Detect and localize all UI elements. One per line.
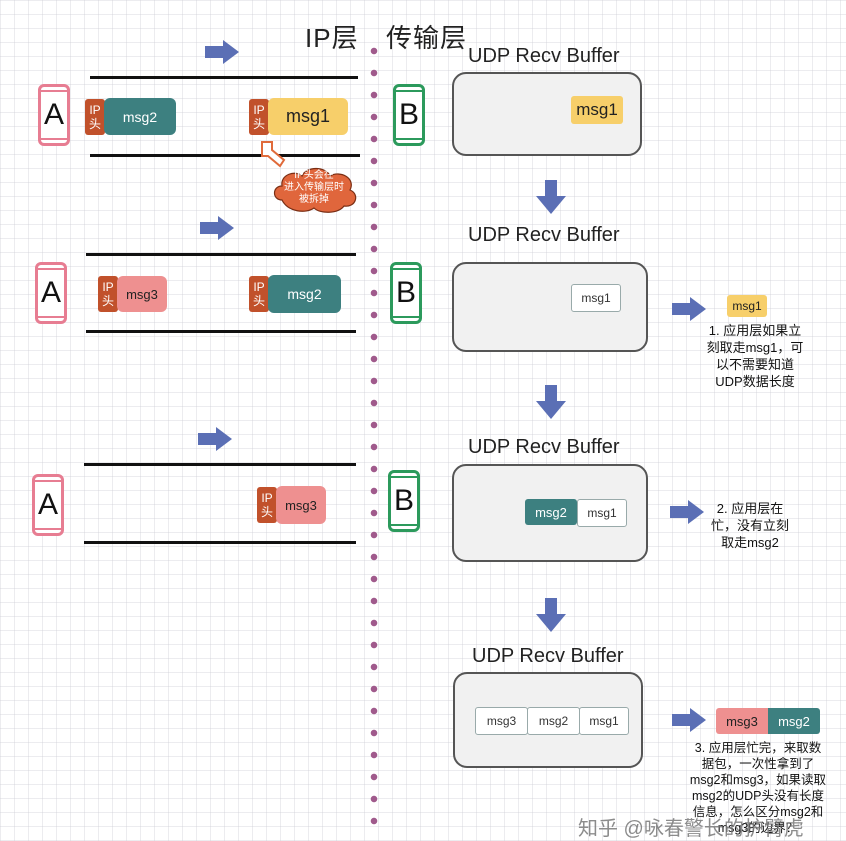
packet-msg1: msg1 <box>268 98 348 135</box>
buffer-msg3: msg3 <box>475 707 528 735</box>
link-line-top <box>90 76 358 79</box>
buffer-title: UDP Recv Buffer <box>468 436 620 458</box>
buffer-title: UDP Recv Buffer <box>468 224 620 246</box>
ip-header: IP 头 <box>85 99 105 135</box>
right-arrow-icon <box>672 708 706 732</box>
host-b-phone: B <box>393 84 425 146</box>
app-msg1: msg1 <box>727 295 767 317</box>
link-line-bottom <box>86 330 356 333</box>
right-arrow-icon <box>670 500 704 524</box>
host-a-phone: A <box>32 474 64 536</box>
ip-header: IP 头 <box>249 99 269 135</box>
right-arrow-icon <box>672 297 706 321</box>
buffer-msg2: msg2 <box>525 499 577 525</box>
host-b-phone: B <box>390 262 422 324</box>
packet-msg2: msg2 <box>268 275 341 313</box>
packet-msg3: msg3 <box>276 486 326 524</box>
cloud-note-icon <box>273 167 357 213</box>
layer-divider <box>370 40 378 830</box>
buffer-msg1: msg1 <box>579 707 629 735</box>
note-3: 3. 应用层忙完，来取数 据包，一次性拿到了 msg2和msg3，如果读取 ms… <box>689 741 827 835</box>
ip-layer-title: IP层 <box>305 23 359 53</box>
cloud-note-text: IP头会在 进入传输层时 被拆掉 <box>284 170 344 205</box>
note-1: 1. 应用层如果立 刻取走msg1，可 以不需要知道 UDP数据长度 <box>706 323 804 389</box>
direction-arrow-icon <box>198 427 232 451</box>
ip-header: IP 头 <box>98 276 118 312</box>
app-msg3: msg3 <box>716 708 768 734</box>
packet-msg3: msg3 <box>117 276 167 312</box>
direction-arrow-icon <box>205 40 239 64</box>
host-b-phone: B <box>388 470 420 532</box>
buffer-msg1: msg1 <box>571 96 623 124</box>
host-a-phone: A <box>38 84 70 146</box>
buffer-msg1: msg1 <box>571 284 621 312</box>
note-2: 2. 应用层在 忙，没有立刻 取走msg2 <box>710 501 789 550</box>
link-line-top <box>86 253 356 256</box>
ip-header: IP 头 <box>249 276 269 312</box>
link-line-bottom <box>90 154 360 157</box>
strip-arrow-icon <box>261 141 286 168</box>
app-msg2: msg2 <box>768 708 820 734</box>
host-a-phone: A <box>35 262 67 324</box>
direction-arrow-icon <box>200 216 234 240</box>
down-arrow-icon <box>536 598 566 632</box>
transport-layer-title: 传输层 <box>386 23 468 53</box>
link-line-bottom <box>84 541 356 544</box>
ip-header: IP 头 <box>257 487 277 523</box>
down-arrow-icon <box>536 385 566 419</box>
down-arrow-icon <box>536 180 566 214</box>
packet-msg2: msg2 <box>104 98 176 135</box>
buffer-msg2: msg2 <box>527 707 580 735</box>
buffer-msg1: msg1 <box>577 499 627 527</box>
buffer-title: UDP Recv Buffer <box>472 645 624 667</box>
watermark: 知乎 @咏春警长的护臂虎 <box>578 818 804 840</box>
link-line-top <box>84 463 356 466</box>
buffer-title: UDP Recv Buffer <box>468 45 620 67</box>
